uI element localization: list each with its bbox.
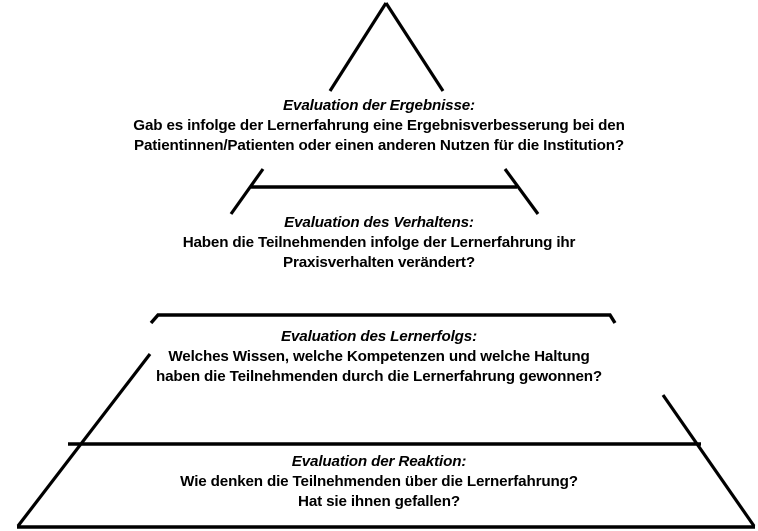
tier-reaktion-text: Evaluation der Reaktion: Wie denken die …	[0, 452, 758, 511]
tier-lernerfolg-line-1: Welches Wissen, welche Kompetenzen und w…	[168, 347, 590, 365]
tier1-right-edge	[384, 2, 445, 92]
tier-verhalten-line-1: Haben die Teilnehmenden infolge der Lern…	[182, 233, 576, 251]
tier1-left-edge	[328, 2, 388, 92]
tier-lernerfolg-line-2: haben die Teilnehmenden durch die Lerner…	[156, 367, 602, 385]
tier-lernerfolg-text: Evaluation des Lernerfolgs: Welches Wiss…	[0, 327, 758, 386]
tier-verhalten-title: Evaluation des Verhaltens:	[284, 214, 474, 231]
tier3-right-edge	[661, 394, 756, 527]
tier-lernerfolg-title: Evaluation des Lernerfolgs:	[281, 328, 477, 345]
tier-ergebnisse-title: Evaluation der Ergebnisse:	[283, 97, 475, 114]
tier2-left-edge	[229, 168, 265, 215]
tier-ergebnisse-line-2: Patientinnen/Patienten oder einen andere…	[133, 136, 625, 154]
tier3-divider-line	[149, 313, 617, 325]
tier-verhalten-text: Evaluation des Verhaltens: Haben die Tei…	[0, 213, 758, 272]
tier-reaktion-line-1: Wie denken die Teilnehmenden über die Le…	[180, 472, 578, 490]
tier-reaktion-title: Evaluation der Reaktion:	[291, 453, 467, 470]
tier3-left-edge	[16, 353, 152, 527]
tier2-right-edge	[503, 168, 540, 215]
tier-verhalten-line-2: Praxisverhalten verändert?	[283, 253, 475, 271]
tier-reaktion-line-2: Hat sie ihnen gefallen?	[298, 492, 460, 510]
tier-ergebnisse-text: Evaluation der Ergebnisse: Gab es infolg…	[0, 96, 758, 155]
tier-ergebnisse-line-1: Gab es infolge der Lernerfahrung eine Er…	[133, 116, 625, 134]
